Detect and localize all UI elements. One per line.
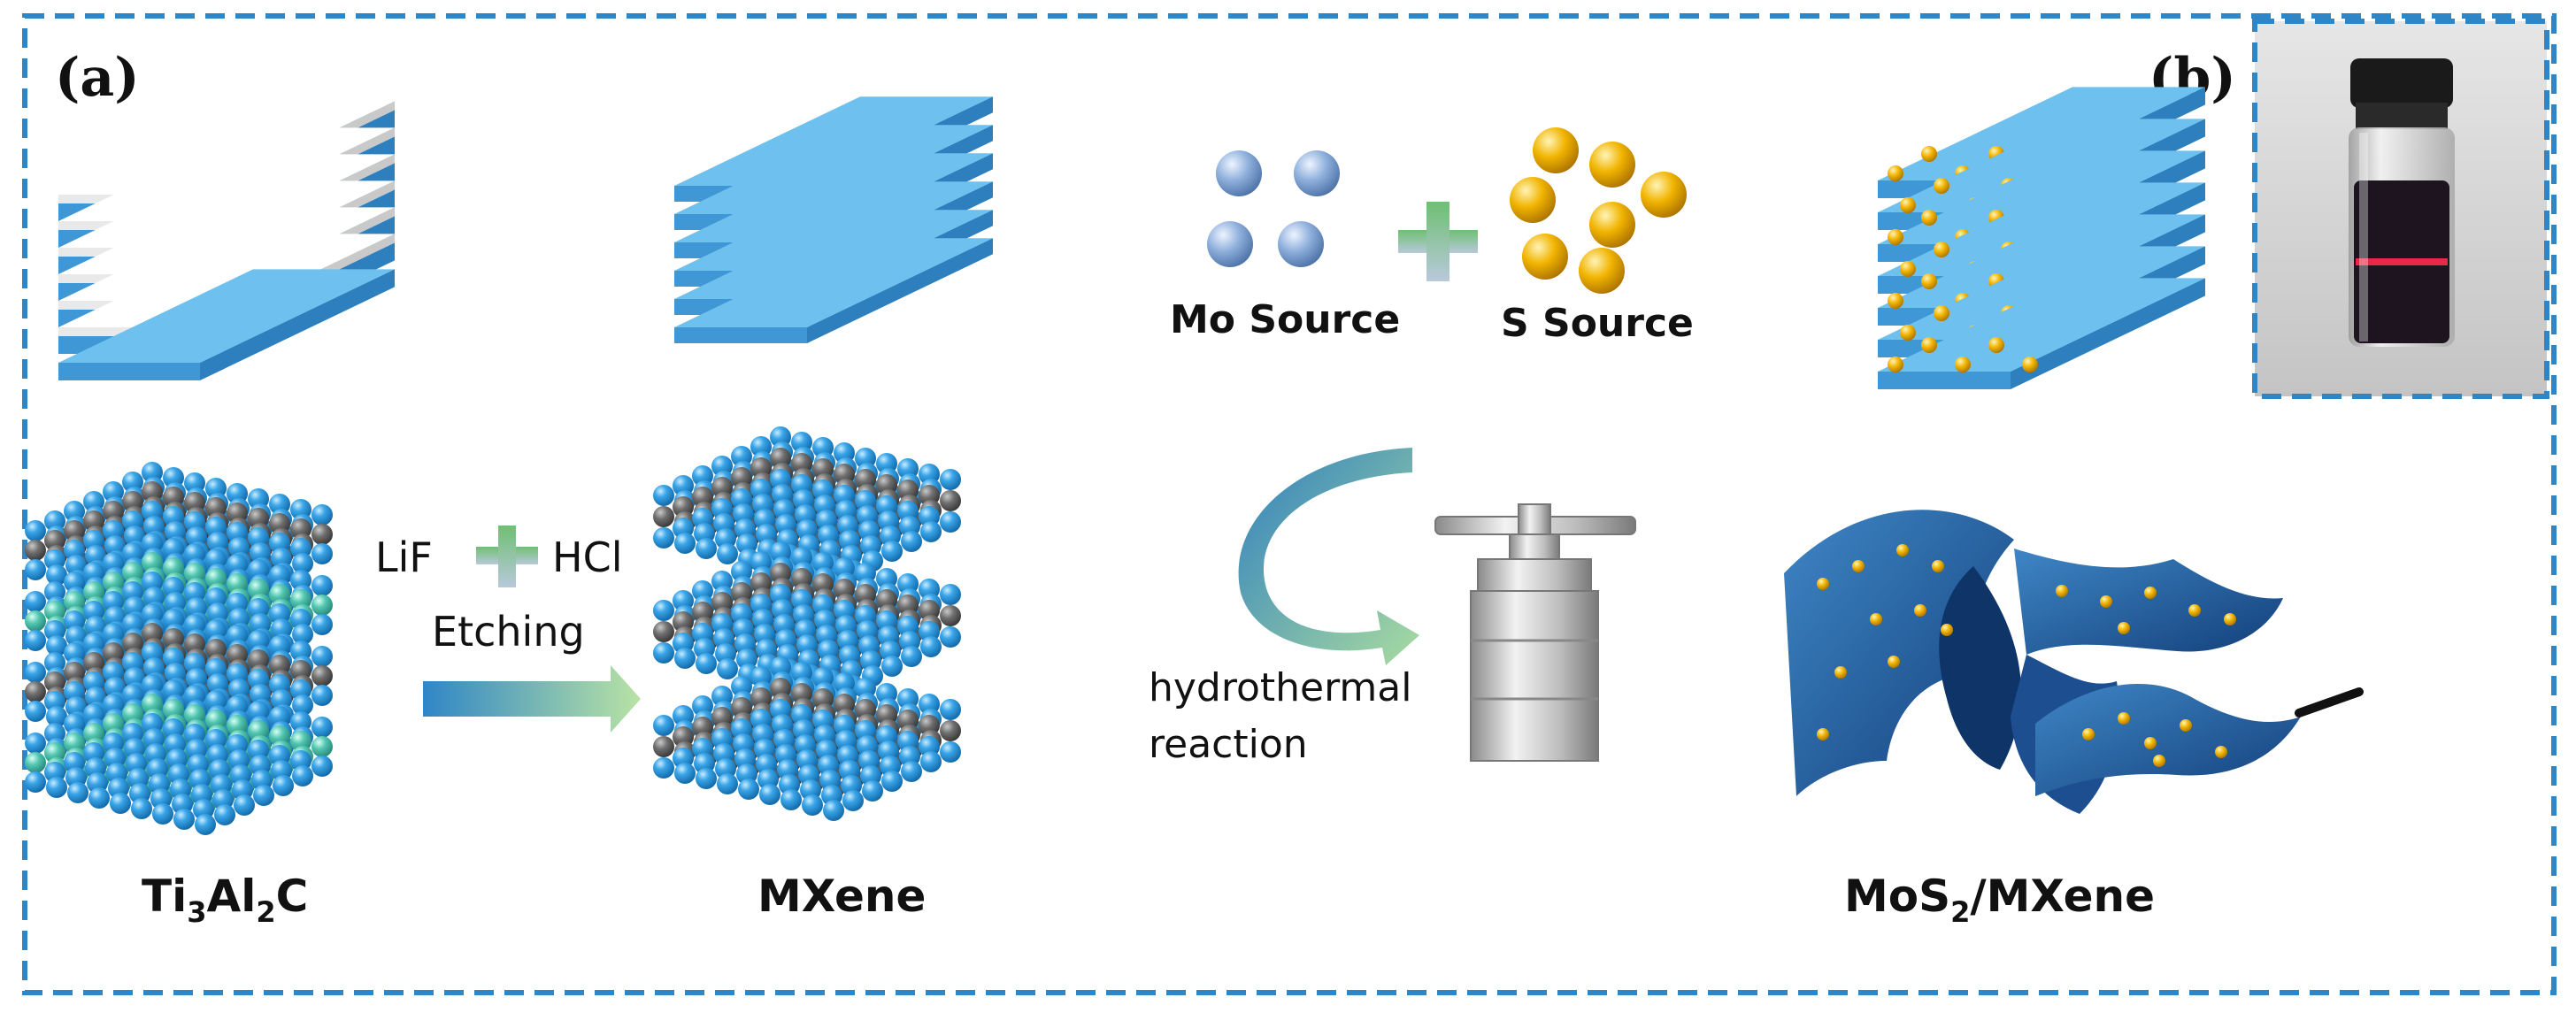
mo-source-label: Mo Source	[1170, 297, 1400, 342]
hydrothermal-label: hydrothermal	[1149, 665, 1411, 710]
mos2-mxene-caption: MoS2/MXene	[1844, 871, 2155, 929]
max-phase-layered-block	[58, 101, 395, 380]
panel-a-label: (a)	[55, 47, 140, 109]
hcl-label: HCl	[552, 533, 623, 581]
mos2-mxene-sheets	[1784, 510, 2364, 814]
ti3al2c-caption: Ti3Al2C	[142, 871, 308, 929]
curved-arrow	[1238, 448, 1419, 665]
vial-image	[2349, 58, 2455, 347]
mxene-caption: MXene	[757, 871, 926, 922]
plus-icon	[1398, 202, 1478, 281]
s-source-label: S Source	[1501, 301, 1694, 346]
outer-dashed-frame	[22, 13, 2557, 995]
ti3al2c-atomic-structure	[25, 462, 333, 835]
reaction-label: reaction	[1149, 722, 1308, 767]
mo-source-spheres	[1207, 150, 1340, 267]
plus-icon-etch	[476, 526, 538, 587]
lif-label: LiF	[375, 533, 433, 581]
etching-arrow	[423, 665, 641, 733]
autoclave-icon	[1434, 503, 1636, 762]
etching-label: Etching	[432, 608, 585, 656]
mxene-layered-block	[674, 96, 993, 343]
composite-layered-block	[1878, 87, 2205, 389]
s-source-spheres	[1510, 127, 1687, 294]
mxene-atomic-structure	[653, 426, 961, 821]
